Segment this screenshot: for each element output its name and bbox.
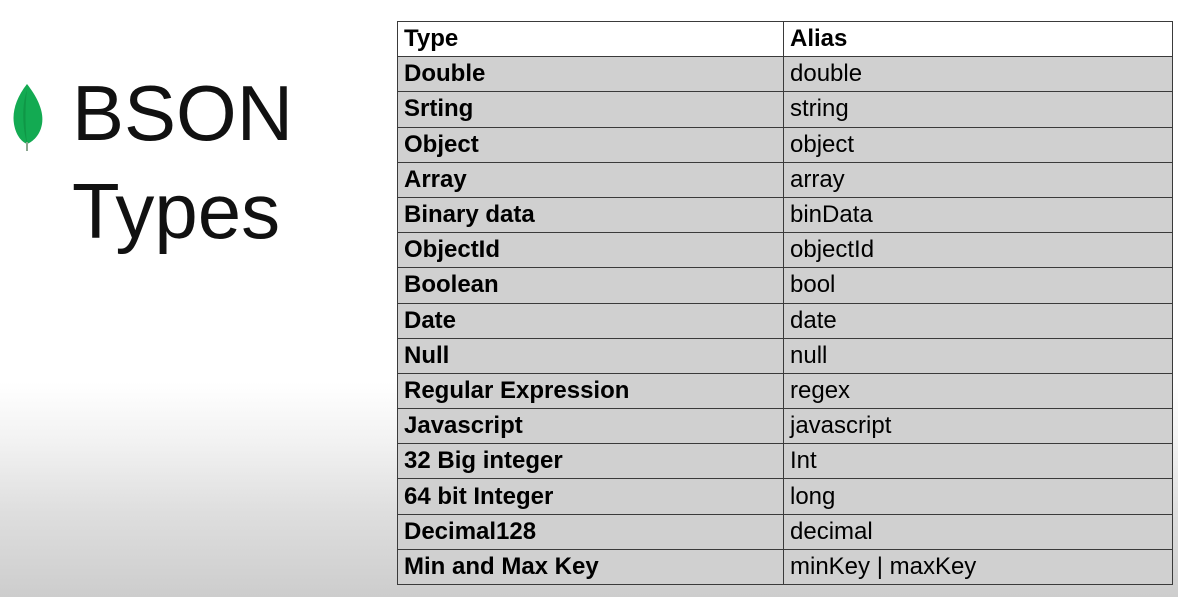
alias-cell: long: [783, 478, 1173, 515]
alias-cell: Int: [783, 443, 1173, 480]
table-row: Boolean bool: [397, 267, 1173, 304]
bson-types-table-container: Type Alias Double double Srting string O…: [397, 20, 1173, 586]
type-cell: ObjectId: [397, 232, 784, 269]
type-cell: Decimal128: [397, 513, 784, 550]
table-row: Min and Max Key minKey | maxKey: [397, 548, 1173, 586]
title-line-1: BSON: [72, 69, 294, 157]
alias-cell: objectId: [783, 232, 1173, 269]
table-row: 64 bit Integer long: [397, 478, 1173, 515]
alias-cell: decimal: [783, 513, 1173, 550]
table-row: Null null: [397, 337, 1173, 374]
alias-cell: minKey | maxKey: [783, 548, 1173, 586]
bson-types-table: Type Alias Double double Srting string O…: [397, 20, 1173, 586]
title-line-2: Types: [72, 167, 281, 255]
alias-cell: double: [783, 56, 1173, 93]
table-row: Array array: [397, 161, 1173, 198]
table-row: Binary data binData: [397, 196, 1173, 234]
table-row: Javascript javascript: [397, 408, 1173, 445]
column-header-alias: Alias: [783, 20, 1173, 58]
type-cell: Array: [397, 161, 784, 198]
type-cell: 32 Big integer: [397, 443, 784, 480]
type-cell: Regular Expression: [397, 372, 784, 410]
type-cell: Javascript: [397, 408, 784, 445]
table-row: Regular Expression regex: [397, 372, 1173, 410]
alias-cell: object: [783, 126, 1173, 163]
type-cell: Double: [397, 56, 784, 93]
alias-cell: null: [783, 337, 1173, 374]
type-cell: Srting: [397, 91, 784, 128]
alias-cell: date: [783, 302, 1173, 339]
type-cell: Object: [397, 126, 784, 163]
table-row: Double double: [397, 56, 1173, 93]
table-row: ObjectId objectId: [397, 232, 1173, 269]
table-row: Decimal128 decimal: [397, 513, 1173, 550]
type-cell: Null: [397, 337, 784, 374]
alias-cell: array: [783, 161, 1173, 198]
type-cell: Binary data: [397, 196, 784, 234]
table-row: Date date: [397, 302, 1173, 339]
table-row: Object object: [397, 126, 1173, 163]
mongodb-leaf-icon: [13, 84, 43, 151]
table-row: 32 Big integer Int: [397, 443, 1173, 480]
alias-cell: regex: [783, 372, 1173, 410]
type-cell: Boolean: [397, 267, 784, 304]
alias-cell: bool: [783, 267, 1173, 304]
alias-cell: binData: [783, 196, 1173, 234]
table-header-row: Type Alias: [397, 20, 1173, 58]
column-header-type: Type: [397, 20, 784, 58]
type-cell: Min and Max Key: [397, 548, 784, 586]
table-row: Srting string: [397, 91, 1173, 128]
type-cell: Date: [397, 302, 784, 339]
page-title: BSON Types: [72, 64, 293, 260]
type-cell: 64 bit Integer: [397, 478, 784, 515]
alias-cell: javascript: [783, 408, 1173, 445]
alias-cell: string: [783, 91, 1173, 128]
